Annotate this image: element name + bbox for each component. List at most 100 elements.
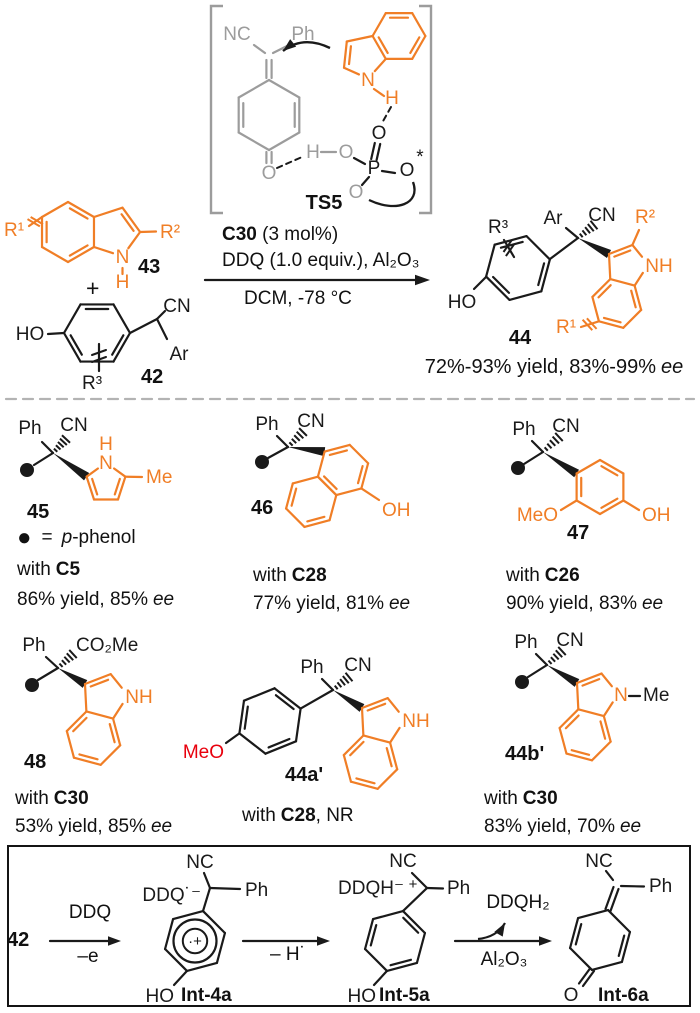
ring-bond xyxy=(371,12,387,38)
ring-bond xyxy=(508,290,543,301)
bond xyxy=(172,969,189,987)
double-bond-inner xyxy=(385,746,393,768)
cmpd44a-nh-label: NH xyxy=(402,711,429,732)
double-bond-inner xyxy=(267,737,291,749)
wedge-bond xyxy=(578,238,612,258)
compound44b-number: 44b' xyxy=(505,743,545,765)
compound46-number: 46 xyxy=(251,497,274,519)
arrowhead xyxy=(415,274,430,286)
bond xyxy=(83,673,112,686)
phenol42-ar-label: Ar xyxy=(170,344,190,365)
ring-bond xyxy=(237,131,271,152)
bond xyxy=(202,871,212,890)
with-label: with xyxy=(15,788,49,809)
bond xyxy=(604,885,615,911)
bonds-layer xyxy=(4,4,696,988)
ring-bond xyxy=(590,740,612,762)
ring-bond xyxy=(284,482,294,510)
bond xyxy=(360,697,389,710)
double-bond-inner xyxy=(356,464,364,485)
bond xyxy=(502,238,516,259)
hash-bond xyxy=(61,434,71,444)
variable-position-mark xyxy=(502,239,513,253)
bond xyxy=(32,451,55,467)
bond xyxy=(360,487,381,502)
bond xyxy=(360,706,365,737)
ring-bond xyxy=(348,443,370,465)
catalyst47: C26 xyxy=(544,565,580,586)
hash-bond xyxy=(59,437,68,446)
phenol42-ho-label: HO xyxy=(16,324,45,345)
double-bond-inner xyxy=(597,284,612,299)
conditions-line1: C30 (3 mol%) xyxy=(222,224,338,246)
ring-bond xyxy=(411,34,427,61)
double-bond-inner xyxy=(570,749,591,756)
bond xyxy=(522,450,545,466)
product44-yield: 72%-93% yield, 83%-99%ee xyxy=(405,356,700,379)
product44-r3-label: R³ xyxy=(488,217,508,238)
ring-bond xyxy=(163,917,175,951)
ring-bond xyxy=(362,734,392,744)
cmpd48-ester-label: CO₂Me xyxy=(76,635,138,656)
hash-bond xyxy=(336,681,343,688)
bond xyxy=(44,655,60,670)
ring-bond xyxy=(411,12,427,38)
hash-bond xyxy=(63,656,71,664)
bond xyxy=(372,87,386,98)
int5a-ddqh-label: DDQH⁻ xyxy=(338,878,404,899)
ring-bond xyxy=(171,909,205,921)
variable-position-mark xyxy=(30,216,44,226)
double-bond-inner xyxy=(492,275,511,294)
ee48: ee xyxy=(150,816,173,837)
ring-bond xyxy=(40,200,70,219)
bond xyxy=(609,887,620,913)
hash-bond xyxy=(555,649,563,658)
ring-bond xyxy=(602,715,612,743)
double-bond-inner xyxy=(113,477,121,496)
bond xyxy=(619,884,646,888)
double-bond-inner xyxy=(78,753,99,761)
ring-bond xyxy=(371,34,387,61)
cmpd44a-ph-label: Ph xyxy=(300,657,323,678)
ts5-p-double-o-label: O xyxy=(372,123,387,144)
phenol-dot xyxy=(20,463,34,477)
ts5-o-bottom-label: O xyxy=(349,182,364,203)
bond xyxy=(373,57,387,73)
hash-bond xyxy=(589,220,599,230)
bond xyxy=(410,871,429,890)
bond xyxy=(548,236,580,261)
double-bond-inner xyxy=(617,934,626,958)
bond xyxy=(201,886,212,913)
double-bond-inner xyxy=(72,716,88,733)
yield45-text: 86% yield, 85% xyxy=(17,589,148,610)
ring-bond xyxy=(238,699,246,735)
bond xyxy=(526,663,549,679)
bond xyxy=(581,969,596,988)
ts5-carbonyl-o-label: O xyxy=(262,163,277,184)
wedge-bond xyxy=(543,452,580,478)
yield46: 77% yield, 81%ee xyxy=(253,593,410,615)
ring-bond xyxy=(237,78,271,99)
ring-bond xyxy=(565,752,594,762)
bracket-right xyxy=(419,4,433,215)
plus-sign: + xyxy=(86,275,100,301)
hash-bond xyxy=(344,672,354,682)
bond xyxy=(116,475,127,501)
wedge-bond xyxy=(58,668,88,688)
hash-bond xyxy=(546,443,553,449)
bond xyxy=(631,228,641,247)
bond xyxy=(352,156,367,166)
with-label: with xyxy=(484,788,518,809)
ring-bond xyxy=(40,245,70,264)
ring-bond xyxy=(620,930,632,964)
bond xyxy=(266,445,290,460)
double-bond-inner xyxy=(91,477,99,496)
bond xyxy=(622,499,641,512)
ts5-ph-label: Ph xyxy=(291,24,314,45)
ring-bond xyxy=(415,931,427,965)
ring-bond xyxy=(238,732,267,755)
bond xyxy=(155,317,169,341)
ring-bond xyxy=(577,708,605,718)
